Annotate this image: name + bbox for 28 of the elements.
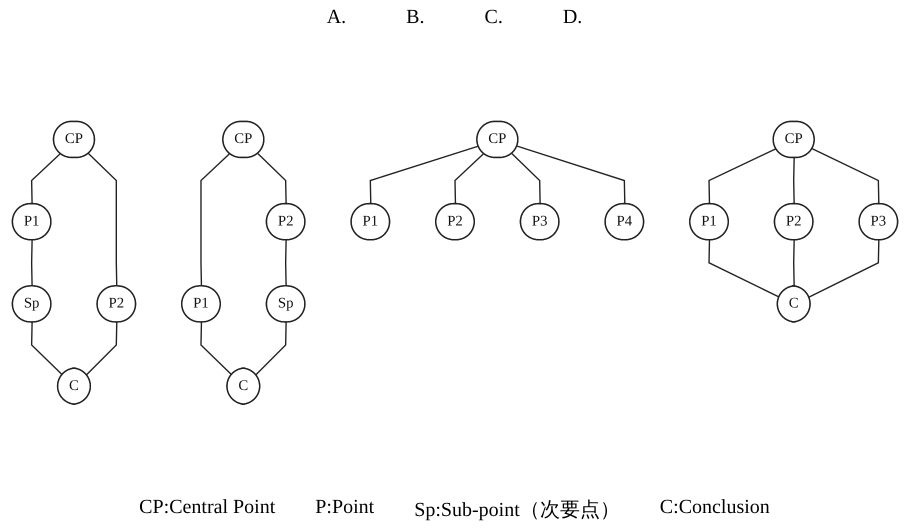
panel-letter: A. — [326, 6, 346, 29]
abbreviation-key: P:Point — [315, 496, 374, 523]
connector — [792, 240, 794, 286]
connector — [200, 322, 232, 376]
connector — [284, 240, 286, 286]
connector — [369, 145, 478, 204]
connector — [88, 152, 117, 286]
panel-letter: D. — [562, 6, 582, 29]
connector — [256, 152, 286, 204]
connector — [812, 148, 880, 204]
connector — [792, 158, 794, 204]
connector — [516, 145, 625, 204]
connector — [254, 322, 286, 376]
abbreviation-key: C:Conclusion — [660, 496, 770, 523]
connector — [30, 322, 62, 376]
connector — [85, 322, 117, 376]
connector — [808, 240, 880, 298]
connector — [30, 240, 32, 286]
abbreviation-key: CP:Central Point — [139, 496, 276, 523]
panel-letter: B. — [406, 6, 424, 29]
connector — [510, 152, 540, 204]
abbreviation-key: Sp:Sub-point（次要点） — [414, 496, 620, 523]
connector — [454, 152, 484, 204]
connector — [30, 152, 60, 204]
panel-letter: C. — [484, 6, 503, 29]
connector — [200, 152, 230, 286]
connector — [708, 240, 780, 298]
connector — [708, 148, 776, 204]
